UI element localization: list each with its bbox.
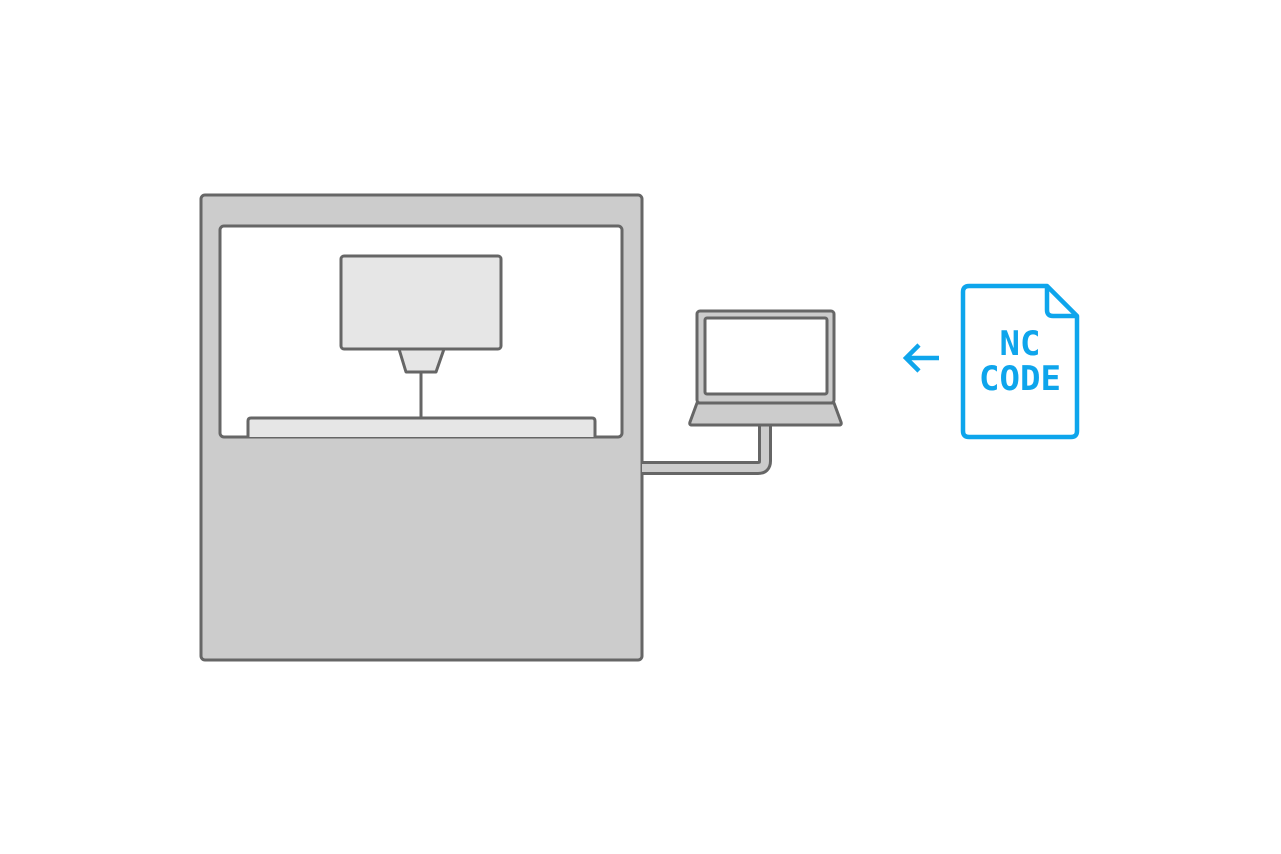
document-outline [960, 283, 1080, 440]
spindle-nozzle [397, 347, 446, 374]
document-fold [1044, 286, 1077, 319]
laptop-icon [688, 309, 843, 427]
cnc-machine-icon [199, 193, 644, 662]
document-label-line2: CODE [979, 359, 1061, 399]
spindle-head [339, 254, 503, 351]
laptop-base [688, 401, 843, 427]
machine-bed [246, 416, 597, 437]
connection-cable [642, 424, 772, 475]
document-icon: NC CODE [960, 283, 1080, 440]
document-label-line1: NC [1000, 324, 1041, 364]
arrow-left-icon [902, 343, 939, 373]
laptop-screen [703, 316, 829, 396]
